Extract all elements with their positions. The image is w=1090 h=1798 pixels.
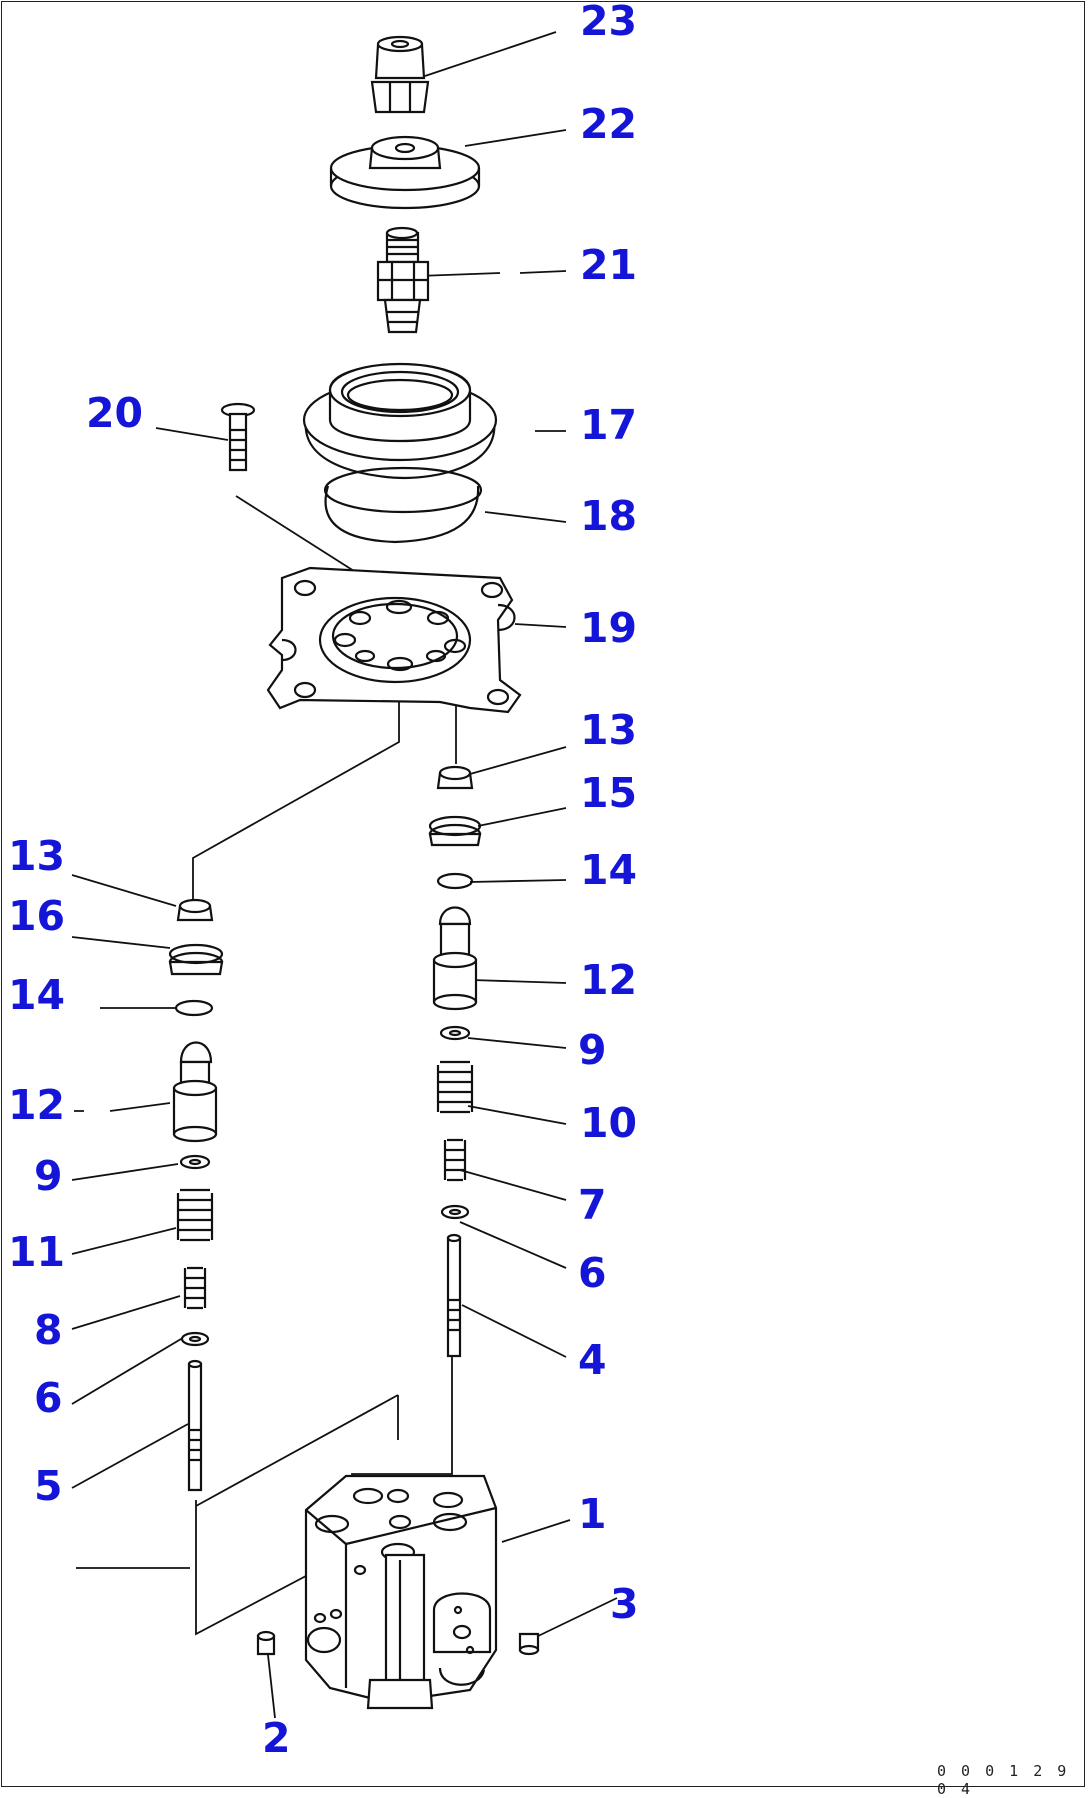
callout-9-left: 9 xyxy=(34,1152,63,1200)
callout-23: 23 xyxy=(580,0,638,45)
callout-20: 20 xyxy=(86,389,144,437)
callout-6-left: 6 xyxy=(34,1374,63,1422)
part-17-boot xyxy=(302,362,498,480)
callout-12-left: 12 xyxy=(8,1081,66,1129)
callout-14-left: 14 xyxy=(8,971,66,1019)
drawing-code: 0 0 0 1 2 9 0 4 xyxy=(937,1762,1070,1798)
right-plunger-stack xyxy=(428,765,482,1358)
callout-14-right: 14 xyxy=(580,846,638,894)
part-23-plug xyxy=(370,35,430,114)
callout-10: 10 xyxy=(580,1099,638,1147)
callout-7: 7 xyxy=(578,1181,607,1229)
left-plunger-stack xyxy=(168,898,224,1492)
part-19-plate xyxy=(266,566,522,714)
callout-19: 19 xyxy=(580,604,638,652)
callout-22: 22 xyxy=(580,100,638,148)
callout-5: 5 xyxy=(34,1462,63,1510)
callout-21: 21 xyxy=(580,241,638,289)
callout-11: 11 xyxy=(8,1228,66,1276)
callout-9-right: 9 xyxy=(578,1026,607,1074)
leader-lines xyxy=(71,31,618,1719)
callout-4: 4 xyxy=(578,1336,607,1384)
callout-8: 8 xyxy=(34,1306,63,1354)
part-22-disc xyxy=(329,135,481,210)
part-3-plug xyxy=(518,1632,540,1656)
callout-17: 17 xyxy=(580,401,638,449)
callout-18: 18 xyxy=(580,492,638,540)
callout-16: 16 xyxy=(8,892,66,940)
callout-13-left: 13 xyxy=(8,832,66,880)
part-2-plug xyxy=(256,1630,276,1656)
callout-3: 3 xyxy=(610,1580,639,1628)
callout-6-right: 6 xyxy=(578,1249,607,1297)
part-20-bolt xyxy=(220,402,256,472)
callout-15: 15 xyxy=(580,769,638,817)
callout-13-right: 13 xyxy=(580,706,638,754)
part-1-body xyxy=(304,1474,498,1710)
callout-12-right: 12 xyxy=(580,956,638,1004)
callout-1: 1 xyxy=(578,1490,607,1538)
part-18-ring xyxy=(323,466,483,544)
callout-2: 2 xyxy=(262,1714,291,1762)
part-21-joint xyxy=(376,226,430,334)
